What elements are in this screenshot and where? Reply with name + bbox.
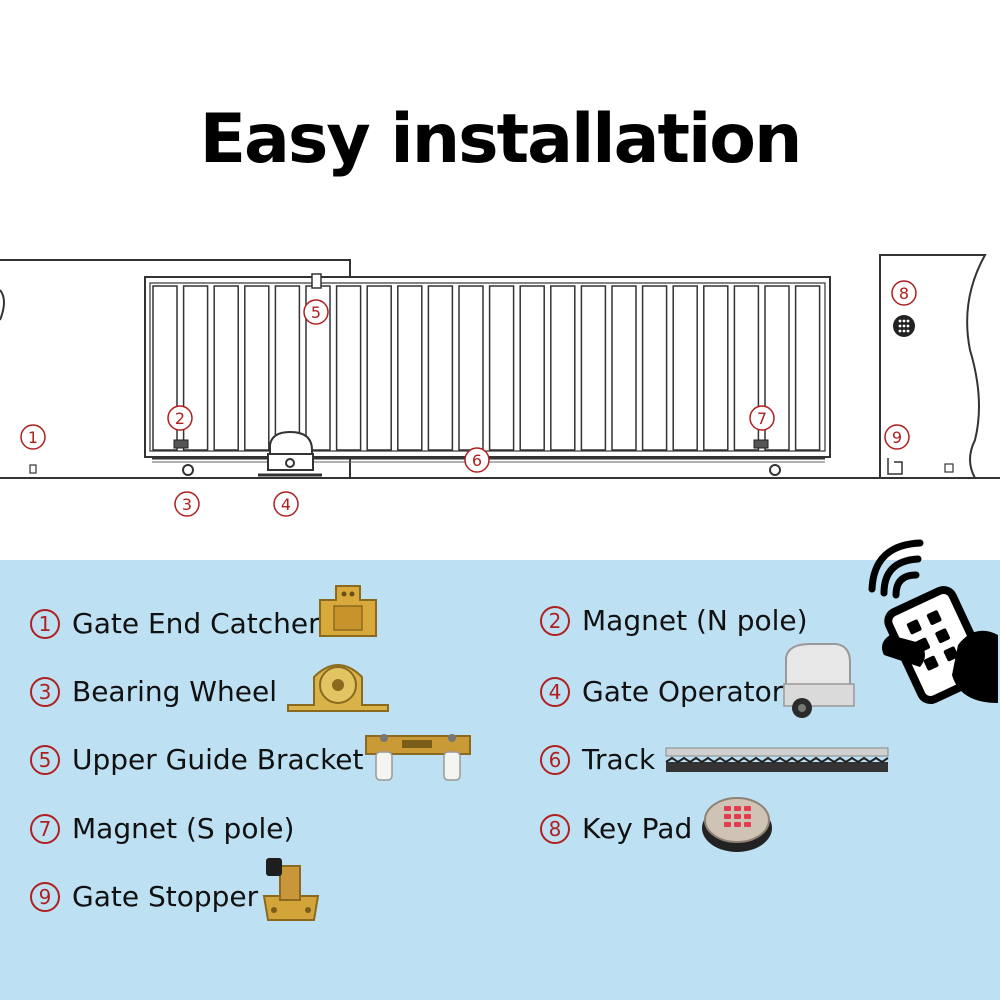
legend-item-upper-guide-bracket: 5 Upper Guide Bracket (30, 743, 364, 776)
callout-9: 9 (884, 424, 910, 450)
legend-label: Magnet (N pole) (582, 604, 808, 637)
gate-bar (641, 285, 668, 451)
legend-label: Track (582, 743, 656, 776)
gate-bar (550, 285, 576, 451)
legend-panel (0, 560, 1000, 1000)
legend-item-bearing-wheel: 3 Bearing Wheel (30, 675, 277, 708)
gate-operator-icon (258, 430, 322, 477)
gate-bar (488, 285, 515, 451)
callout-number: 6 (472, 451, 482, 470)
gate-bar (335, 285, 362, 451)
gate-bar (427, 285, 454, 451)
callout-7: 7 (749, 405, 775, 431)
gate-end-catcher-icon (319, 585, 377, 637)
callout-2: 2 (167, 405, 193, 431)
callout-number: 1 (28, 428, 38, 447)
callouts: 1 2 3 4 5 6 7 8 9 (20, 280, 917, 517)
gate-bar (703, 285, 729, 451)
legend-label: Magnet (S pole) (72, 812, 295, 845)
legend-item-key-pad: 8 Key Pad (540, 812, 692, 845)
legend-number: 9 (30, 881, 60, 912)
gate-stopper-icon (262, 858, 320, 921)
callout-8: 8 (891, 280, 917, 306)
callout-number: 3 (182, 495, 192, 514)
legend-item-magnet-n: 2 Magnet (N pole) (540, 604, 808, 637)
key-pad-icon (702, 797, 772, 852)
legend-label: Key Pad (582, 812, 693, 845)
legend-number: 7 (30, 813, 60, 844)
callout-1: 1 (20, 424, 46, 450)
track-icon (665, 747, 889, 772)
legend-label: Upper Guide Bracket (72, 743, 364, 776)
callout-number: 7 (757, 409, 767, 428)
gate-bar (458, 285, 484, 451)
bearing-wheel-icon (287, 664, 389, 712)
gate-bar (244, 285, 270, 451)
upper-guide-bracket-icon (311, 273, 322, 289)
bearing-wheel-icon (182, 464, 781, 476)
callout-5: 5 (303, 299, 329, 325)
gate-bar (397, 285, 423, 451)
callout-number: 4 (281, 495, 291, 514)
gate-bar (580, 285, 607, 451)
wifi-icon (868, 539, 924, 599)
gate-bar (213, 285, 239, 451)
gate-bar (672, 285, 698, 451)
magnet-icon (173, 439, 769, 449)
legend-item-gate-end-catcher: 1 Gate End Catcher (30, 607, 320, 640)
callout-number: 8 (899, 284, 909, 303)
legend-item-magnet-s: 7 Magnet (S pole) (30, 812, 294, 845)
gate-bar (274, 285, 301, 451)
legend-number: 8 (540, 813, 570, 844)
keypad-icon (893, 315, 915, 337)
callout-number: 5 (311, 303, 321, 322)
legend-number: 6 (540, 744, 570, 775)
callout-number: 9 (892, 428, 902, 447)
gate-bar (519, 285, 545, 451)
right-pillar (879, 254, 987, 479)
legend-item-gate-operator: 4 Gate Operator (540, 675, 783, 708)
legend-label: Bearing Wheel (72, 675, 277, 708)
gate-bar (366, 285, 392, 451)
gate-operator-icon (783, 643, 855, 718)
callout-4: 4 (273, 491, 299, 517)
legend-label: Gate Stopper (72, 880, 259, 913)
legend-item-gate-stopper: 9 Gate Stopper (30, 880, 258, 913)
callout-number: 2 (175, 409, 185, 428)
callout-6: 6 (464, 447, 490, 473)
legend-number: 3 (30, 676, 60, 707)
upper-guide-bracket-icon (365, 734, 471, 781)
remote-control-icon (868, 539, 998, 705)
callout-3: 3 (174, 491, 200, 517)
gate-installation-diagram: 1 2 3 4 5 6 7 8 9 (0, 254, 1000, 517)
legend-number: 5 (30, 744, 60, 775)
legend-number: 1 (30, 608, 60, 639)
legend-number: 2 (540, 605, 570, 636)
legend-item-track: 6 Track (540, 743, 655, 776)
page-title: Easy installation (199, 100, 803, 179)
gate-bar (794, 285, 821, 451)
legend-label: Gate Operator (582, 675, 784, 708)
gate-bar (611, 285, 637, 451)
legend-number: 4 (540, 676, 570, 707)
legend-label: Gate End Catcher (72, 607, 320, 640)
